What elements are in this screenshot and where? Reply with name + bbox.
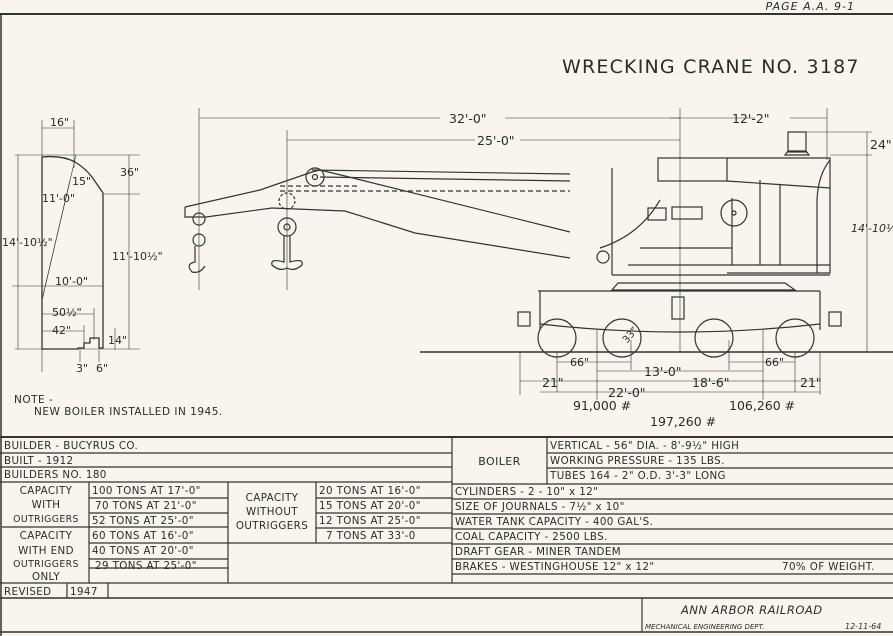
spec-row-brakes: BRAKES - WESTINGHOUSE 12" x 12": [455, 561, 655, 573]
cap-without-outriggers-label-1: CAPACITY: [245, 492, 299, 504]
dim-truck-centers-a: 13'-0": [644, 364, 682, 379]
weight-rear: 106,260 #: [729, 398, 796, 413]
spec-row-cylinders: CYLINDERS - 2 - 10" x 12": [455, 486, 599, 498]
boiler-row: TUBES 164 - 2" O.D. 3'-3" LONG: [550, 470, 726, 482]
cap-end-outriggers-row: 29 TONS AT 25'-0": [95, 560, 197, 572]
center-plate: [671, 296, 685, 320]
flywheel: [720, 199, 748, 227]
dim-step-height: 14": [108, 334, 128, 347]
dim-step-b: 42": [52, 324, 72, 337]
turntable: [610, 282, 797, 291]
cap-with-outriggers-row: 100 TONS AT 17'-0": [92, 485, 201, 497]
revised-year: 1947: [70, 586, 98, 598]
boiler-row: WORKING PRESSURE - 135 LBS.: [550, 455, 725, 467]
cap-without-outriggers-row: 20 TONS AT 16'-0": [319, 485, 421, 497]
boiler-row: VERTICAL - 56" DIA. - 8'-9½" HIGH: [550, 440, 740, 452]
brake-ratio: 70% OF WEIGHT.: [782, 561, 875, 573]
builder-cell: BUILDER - BUCYRUS CO.: [4, 440, 139, 452]
revised-label: REVISED: [4, 586, 52, 598]
cap-end-outriggers-label-2: WITH END: [18, 545, 74, 557]
cap-with-outriggers-row: 70 TONS AT 21'-0": [95, 500, 197, 512]
dim-truck-wheelbase-left: 66": [570, 356, 590, 369]
spec-row-coal: COAL CAPACITY - 2500 LBS.: [455, 531, 608, 543]
drawing-title: WRECKING CRANE NO. 3187: [562, 56, 860, 78]
cap-end-outriggers-label-1: CAPACITY: [19, 530, 73, 542]
dim-roof-drop: 36": [120, 166, 140, 179]
dim-top-width: 16": [50, 116, 70, 129]
aux-hook: [188, 246, 206, 273]
boom-tip-sheave: [305, 167, 325, 187]
cap-without-outriggers-label-2: WITHOUT: [246, 506, 298, 518]
dim-boom-reach-long: 32'-0": [449, 111, 487, 126]
dim-side-height: 11'-10½": [112, 250, 163, 263]
dim-total-height-side: 14'-10¼": [851, 222, 893, 235]
boom: [184, 167, 571, 273]
end-view-outline: [12, 120, 140, 372]
dim-truck-wheelbase-right: 66": [765, 356, 785, 369]
dim-length-over-frame: 22'-0": [608, 385, 646, 400]
dim-half-width: 10'-0": [55, 275, 89, 288]
spec-row-draft-gear: DRAFT GEAR - MINER TANDEM: [455, 546, 622, 558]
note-label: NOTE -: [14, 394, 54, 406]
cap-end-outriggers-label-4: ONLY: [31, 571, 61, 583]
wheel-3: [694, 318, 734, 358]
dim-stack-height: 24": [870, 137, 892, 152]
dim-roof-angle: 15": [72, 175, 92, 188]
spec-row-water-tank: WATER TANK CAPACITY - 400 GAL'S.: [455, 516, 654, 528]
boiler-label: BOILER: [478, 455, 521, 468]
cap-without-outriggers-row: 7 TONS AT 33'-0: [326, 530, 416, 542]
dim-truck-centers-b: 18'-6": [692, 375, 730, 390]
weight-front: 91,000 #: [573, 398, 632, 413]
builders-no-cell: BUILDERS NO. 180: [4, 469, 107, 481]
smokestack: [787, 131, 807, 153]
coupler-right: [828, 311, 842, 327]
cap-end-outriggers-row: 40 TONS AT 20'-0": [92, 545, 194, 557]
built-cell: BUILT - 1912: [4, 455, 74, 467]
dimension-lines: [198, 108, 872, 400]
cap-with-outriggers-label-2: WITH: [31, 499, 61, 511]
dim-cab-length: 12'-2": [732, 111, 770, 126]
cab: [596, 131, 831, 291]
cap-with-outriggers-label-3: OUTRIGGERS: [13, 514, 79, 525]
car-body: [517, 290, 842, 358]
spec-row-journals: SIZE OF JOURNALS - 7½" x 10": [455, 501, 625, 513]
dim-step-c: 3": [76, 362, 89, 375]
dim-step-d: 6": [96, 362, 109, 375]
dim-boom-reach-short: 25'-0": [477, 133, 515, 148]
cap-end-outriggers-label-3: OUTRIGGERS: [13, 559, 79, 570]
note-text: NEW BOILER INSTALLED IN 1945.: [34, 406, 223, 418]
drawing-date: 12-11-64: [845, 622, 882, 631]
cap-without-outriggers-row: 12 TONS AT 25'-0": [319, 515, 421, 527]
dim-overhang-left: 21": [542, 375, 564, 390]
cylinder: [647, 207, 667, 221]
department: MECHANICAL ENGINEERING DEPT.: [645, 623, 765, 631]
dim-step-a: 50½": [52, 306, 82, 319]
wheel-2: [602, 318, 642, 358]
coupler-left: [517, 311, 531, 327]
page-number: PAGE A.A. 9-1: [765, 0, 855, 13]
cap-without-outriggers-row: 15 TONS AT 20'-0": [319, 500, 421, 512]
dim-total-height-end: 14'-10½": [2, 236, 53, 249]
company-name: ANN ARBOR RAILROAD: [681, 603, 823, 617]
dim-roof-radius: 11'-0": [42, 192, 76, 205]
weight-total: 197,260 #: [650, 414, 717, 429]
cap-with-outriggers-label-1: CAPACITY: [19, 485, 73, 497]
cap-end-outriggers-row: 60 TONS AT 16'-0": [92, 530, 194, 542]
dim-overhang-right: 21": [800, 375, 822, 390]
cap-with-outriggers-row: 52 TONS AT 25'-0": [92, 515, 194, 527]
cap-without-outriggers-label-3: OUTRIGGERS: [235, 520, 309, 532]
spec-table-grid: [0, 436, 893, 633]
